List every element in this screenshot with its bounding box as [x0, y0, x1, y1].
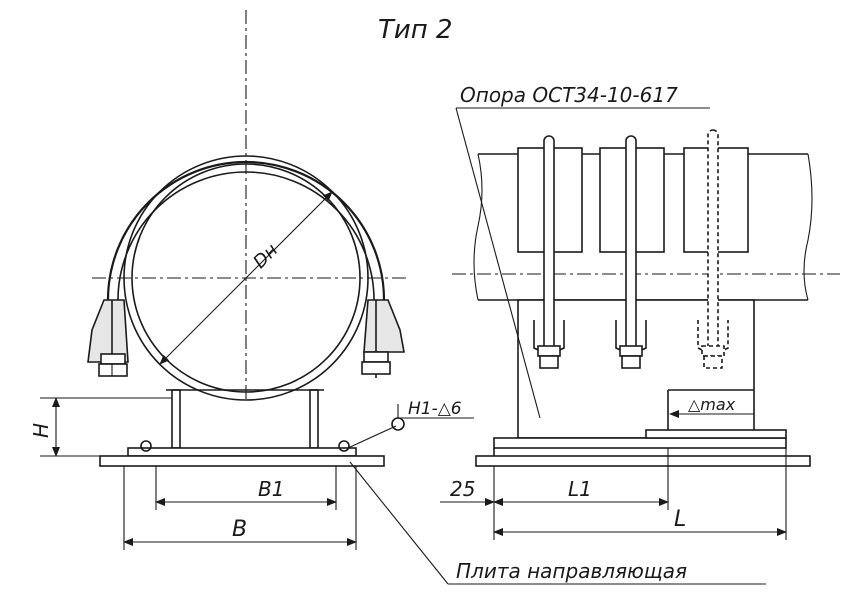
- weld-circle-left: [140, 440, 152, 452]
- support-leader-line: [455, 107, 541, 419]
- support-leg-right: [309, 389, 319, 449]
- clamp-outer-arc: [106, 160, 386, 301]
- elevation-guide-plate: [475, 455, 811, 467]
- pipe-outer-circle: [123, 155, 369, 401]
- guide-plate-left: [99, 455, 385, 467]
- pipe-right-break: [803, 153, 813, 301]
- diameter-label: Dн: [249, 240, 282, 273]
- clamp-inner-arc: [117, 171, 375, 301]
- weld-circle-right: [338, 440, 350, 452]
- elevation-sliding-plate: [645, 429, 787, 439]
- bolt-1: [533, 135, 565, 369]
- dim25-label: 25: [450, 477, 475, 501]
- bolt-3: [697, 129, 729, 369]
- left-nut-2: [98, 363, 128, 377]
- clamp-right-ear: [363, 299, 405, 353]
- bolt-2: [615, 135, 647, 369]
- diameter-dimension-line: [159, 191, 333, 365]
- right-nut-2: [361, 361, 391, 375]
- title: Тип 2: [378, 15, 453, 45]
- delta-max-label: △max: [688, 395, 736, 414]
- weld-callout-circle: [391, 417, 405, 431]
- b-label: B: [232, 517, 247, 542]
- support-base-plate: [127, 447, 357, 457]
- pipe-inner-circle: [131, 163, 361, 393]
- weld-leader-line: [347, 425, 397, 449]
- left-nut-1: [100, 353, 126, 365]
- clamp-left-ear: [87, 299, 129, 363]
- elevation-base-plate: [493, 437, 787, 449]
- h-label: H: [29, 423, 53, 438]
- b1-label: B1: [258, 477, 284, 501]
- plate-label: Плита направляющая: [456, 559, 687, 583]
- support-label: Опора ОСТ34-10-617: [460, 83, 678, 107]
- support-leg-left: [171, 389, 181, 449]
- l-label: L: [674, 507, 686, 532]
- pipe-left-break: [473, 153, 483, 301]
- plate-leader-line: [349, 461, 449, 585]
- l1-label: L1: [568, 477, 592, 501]
- weld-label: H1-△6: [408, 399, 462, 419]
- right-nut-1: [363, 351, 389, 363]
- pipe-cross-section-view: Dн H B1 B: [29, 10, 474, 550]
- side-elevation-view: Опора ОСТ34-10-617 △max 25 L1 L: [440, 83, 840, 540]
